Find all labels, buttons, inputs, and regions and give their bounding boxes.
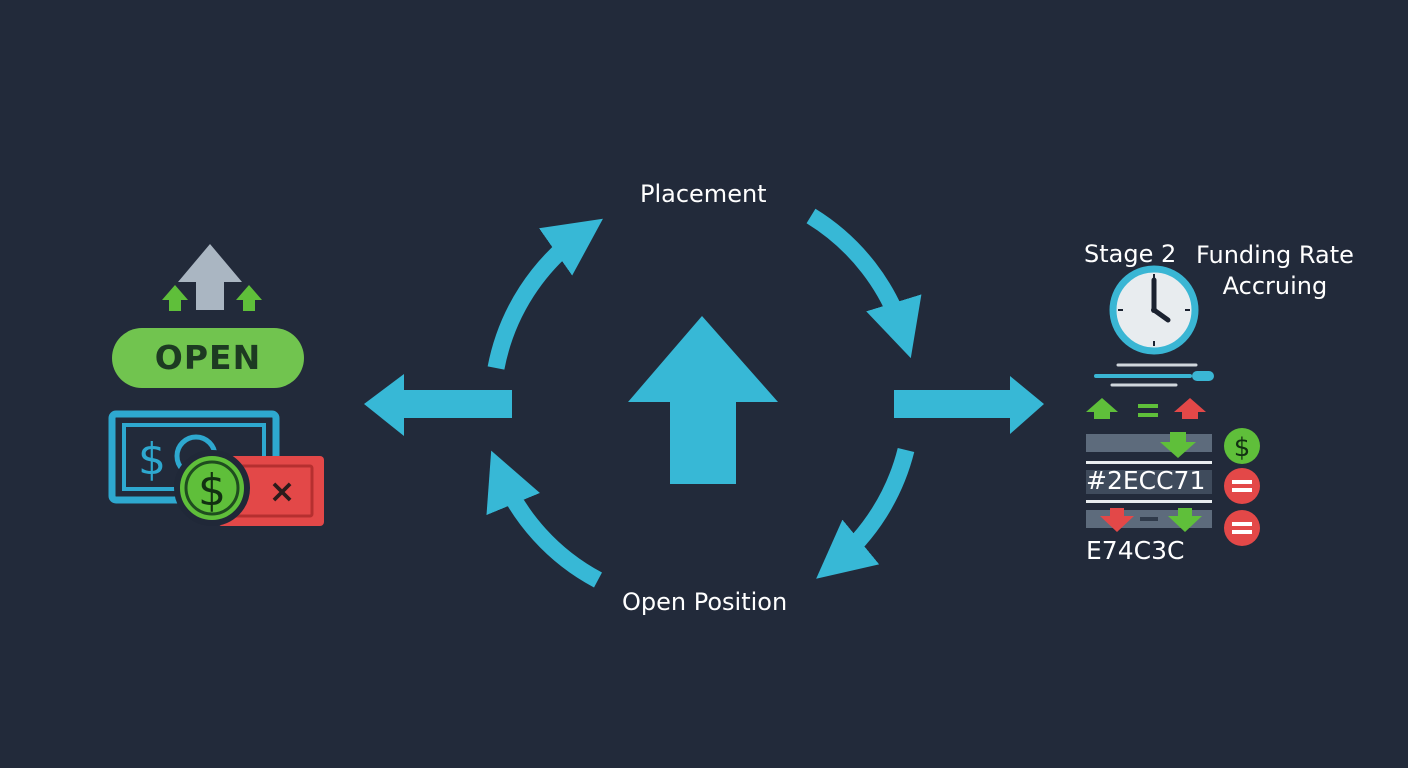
up-arrow-icon-red <box>1174 398 1206 419</box>
cycle-arc-top-left <box>487 218 603 370</box>
down-arrow-icon-red <box>1100 508 1134 532</box>
clock-icon <box>1109 265 1199 355</box>
speed-lines <box>1094 363 1214 387</box>
equals-glyph-2 <box>1232 522 1252 534</box>
cycle-arc-bottom-right <box>816 447 915 579</box>
down-arrow-icon-green <box>1168 508 1202 532</box>
ticket-x-glyph: × <box>269 472 296 510</box>
bar-line-2 <box>1086 500 1212 503</box>
bill-dollar-glyph: $ <box>138 434 166 485</box>
open-pill <box>112 328 304 388</box>
equals-coin-icon-2 <box>1224 510 1260 546</box>
right-dollar-glyph: $ <box>1234 433 1251 463</box>
label-placement: Placement <box>640 180 767 208</box>
green-up-arrow-icon <box>162 285 188 311</box>
open-pill-label: OPEN <box>154 338 262 377</box>
label-open-position: Open Position <box>622 588 788 616</box>
up-arrow-icon <box>1086 398 1118 419</box>
label-funding-line1: Funding Rate <box>1196 241 1354 269</box>
grey-up-arrow-icon <box>178 244 242 310</box>
label-stage: Stage 2 <box>1084 240 1177 268</box>
bar-2 <box>1086 470 1212 494</box>
right-arrow-icon <box>894 376 1044 434</box>
big-up-arrow-icon <box>628 316 778 484</box>
coin-dollar-glyph: $ <box>198 465 226 516</box>
equals-glyph-1 <box>1232 480 1252 492</box>
bar-line-1 <box>1086 461 1212 464</box>
equals-icon <box>1138 404 1158 417</box>
green-up-arrow-icon-2 <box>236 285 262 311</box>
cycle-arc-top-right <box>806 208 922 359</box>
label-hex-red: E74C3C <box>1086 536 1185 565</box>
cycle-arrows-icon <box>486 208 922 588</box>
label-funding-line2: Accruing <box>1222 272 1328 300</box>
left-arrow-icon <box>364 374 512 436</box>
equals-coin-icon-1 <box>1224 468 1260 504</box>
down-arrow-icon <box>1160 432 1196 458</box>
dollar-coin-icon-right <box>1224 428 1260 464</box>
cycle-arc-bottom-left <box>486 450 603 588</box>
label-hex-green: #2ECC71 <box>1086 466 1206 495</box>
bar-dash <box>1140 517 1158 521</box>
label-funding-rate: Funding Rate Accruing <box>1196 240 1354 302</box>
